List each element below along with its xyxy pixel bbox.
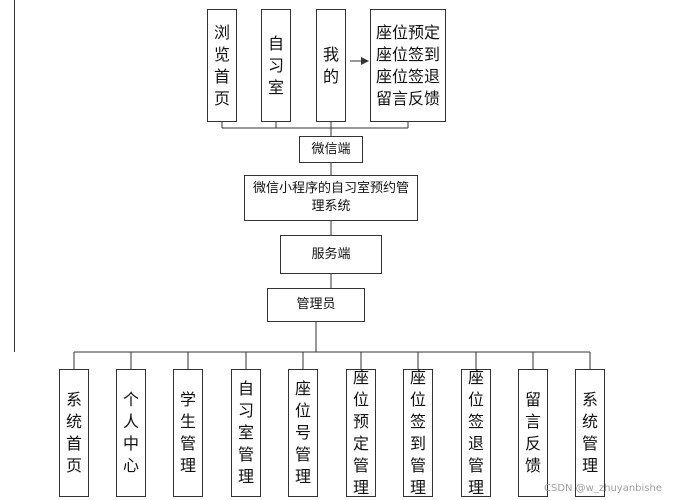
admin-module-label: 系统管理 [581,390,598,475]
my-features-list: 座位预定 座位签到 座位签退 留言反馈 [375,22,440,108]
system-label: 微信小程序的自习室预约管理系统 [253,181,410,214]
admin-module-study-room-management: 自习室管理 [231,369,261,497]
wechat-client-label: 微信端 [311,141,351,157]
admin-module-label: 座位预定管理 [352,368,369,497]
admin-module-label: 学生管理 [179,390,196,475]
admin-module-label: 系统首页 [65,390,82,475]
admin-box: 管理员 [267,288,365,322]
wechat-page-label: 浏览首页 [213,22,230,108]
admin-module-seat-number-management: 座位号管理 [288,369,318,497]
wechat-page-label: 自习室 [267,33,284,97]
admin-module-label: 座位号管理 [294,379,311,486]
wechat-page-mine: 我的 [316,9,346,122]
wechat-page-label: 我的 [322,44,339,86]
admin-module-label: 座位签到管理 [409,368,426,497]
admin-module-label: 留言反馈 [524,390,541,475]
admin-module-label: 座位签退管理 [467,368,484,497]
system-box: 微信小程序的自习室预约管理系统 [244,175,418,221]
admin-module-seat-checkin-management: 座位签到管理 [403,368,433,497]
watermark: CSDN @w_zhuyanbishe [543,483,662,494]
admin-module-student-management: 学生管理 [173,369,203,497]
admin-module-seat-checkout-management: 座位签退管理 [461,368,491,497]
admin-label: 管理员 [296,297,336,312]
admin-module-label: 自习室管理 [237,379,254,486]
my-features-box: 座位预定 座位签到 座位签退 留言反馈 [370,9,446,122]
admin-module-message-feedback: 留言反馈 [518,369,548,497]
wechat-client-box: 微信端 [299,136,363,163]
wechat-page-browse-home: 浏览首页 [207,9,237,122]
wechat-page-study-room: 自习室 [261,9,291,122]
admin-module-seat-booking-management: 座位预定管理 [346,368,376,497]
admin-module-personal-center: 个人中心 [116,369,146,497]
server-box: 服务端 [280,235,382,274]
admin-module-system-management: 系统管理 [575,369,605,497]
server-label: 服务端 [311,246,351,262]
admin-module-label: 个人中心 [122,390,139,475]
admin-module-system-home: 系统首页 [59,369,89,497]
